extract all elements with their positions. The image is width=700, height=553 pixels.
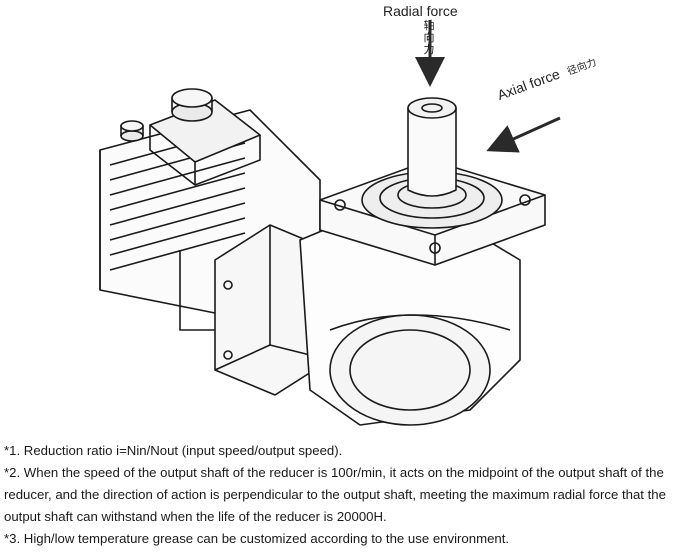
output-shaft [407,97,457,197]
radial-force-label: Radial force [383,3,458,19]
right-angle-gearbox [299,214,521,426]
gear-reducer-illustration [99,20,561,426]
footnote-1: *1. Reduction ratio i=Nin/Nout (input sp… [4,443,343,458]
footnotes: *1. Reduction ratio i=Nin/Nout (input sp… [4,440,694,550]
axial-force-arrow [486,116,561,153]
radial-force-label-cn: 轴向力 [423,19,435,56]
footnote-3: *3. High/low temperature grease can be c… [4,531,510,546]
footnote-2: *2. When the speed of the output shaft o… [4,465,666,524]
encoder-housing [120,88,261,186]
